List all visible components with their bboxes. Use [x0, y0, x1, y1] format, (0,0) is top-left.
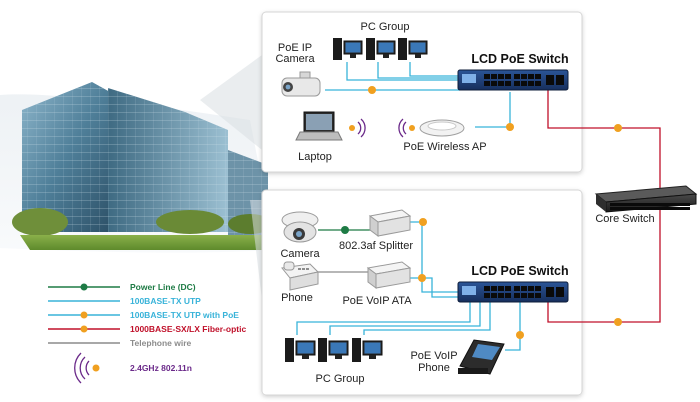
- switch-icon: [457, 281, 569, 303]
- poe-node-icon: [516, 331, 524, 339]
- voip-ata-label: PoE VoIP ATA: [342, 295, 412, 307]
- phone-icon: [281, 261, 320, 291]
- pc-icon: [398, 38, 428, 60]
- camera-label: Camera: [280, 248, 320, 260]
- legend-label: Telephone wire: [130, 338, 192, 348]
- legend-item-power-line: Power Line (DC): [48, 282, 196, 292]
- poe-node-icon: [418, 274, 426, 282]
- legend-item-utp-poe: 100BASE-TX UTP with PoE: [48, 310, 239, 320]
- voip-phone-label-2: Phone: [418, 362, 450, 374]
- voip-phone-label-1: PoE VoIP: [410, 350, 457, 362]
- legend: Power Line (DC) 100BASE-TX UTP 100BASE-T…: [48, 282, 246, 384]
- legend-item-wireless: 2.4GHz 802.11n: [74, 352, 192, 384]
- wireless-signal-icon: [74, 352, 100, 384]
- wireless-ap-icon: [419, 119, 465, 137]
- splitter-label: 802.3af Splitter: [339, 240, 413, 252]
- pc-group-label: PC Group: [361, 21, 410, 33]
- poe-ip-camera-label-1: PoE IP: [278, 42, 312, 54]
- cables-top: [325, 62, 661, 190]
- core-switch-label: Core Switch: [595, 213, 654, 225]
- cables-bottom: [296, 200, 661, 351]
- ip-camera-icon: [281, 71, 321, 97]
- switch-top-label: LCD PoE Switch: [471, 52, 568, 66]
- laptop-label: Laptop: [298, 151, 332, 163]
- pc-group-bottom-label: PC Group: [316, 373, 365, 385]
- legend-label: Power Line (DC): [130, 282, 196, 292]
- legend-item-utp: 100BASE-TX UTP: [48, 296, 201, 306]
- wireless-signal-icon: [349, 118, 366, 138]
- wireless-ap-label: PoE Wireless AP: [403, 141, 486, 153]
- fiber-node-icon: [614, 318, 622, 326]
- pc-icon: [318, 338, 349, 362]
- power-node-icon: [341, 226, 349, 234]
- switch-bottom-label: LCD PoE Switch: [471, 264, 568, 278]
- voip-ata-icon: [366, 261, 412, 289]
- poe-ip-camera-label-2: Camera: [275, 53, 315, 65]
- pc-icon: [366, 38, 396, 60]
- pc-icon: [333, 38, 363, 60]
- callout-wedge-top: [200, 55, 262, 150]
- pc-group-bottom: PC Group: [285, 338, 383, 385]
- pc-icon: [352, 338, 383, 362]
- core-switch-icon: [594, 185, 698, 213]
- poe-node-icon: [368, 86, 376, 94]
- pc-group-top: PC Group: [333, 21, 428, 60]
- phone-label: Phone: [281, 292, 313, 304]
- legend-label: 100BASE-TX UTP with PoE: [130, 310, 239, 320]
- splitter-icon: [368, 209, 412, 237]
- switch-icon: [457, 69, 569, 91]
- legend-label: 2.4GHz 802.11n: [130, 363, 192, 373]
- laptop-icon: [295, 111, 343, 141]
- legend-item-fiber: 1000BASE-SX/LX Fiber-optic: [48, 324, 246, 334]
- legend-label: 1000BASE-SX/LX Fiber-optic: [130, 324, 246, 334]
- callout-wedge-bottom: [250, 200, 262, 300]
- poe-node-icon: [419, 218, 427, 226]
- wireless-signal-icon: [398, 118, 415, 138]
- poe-node-icon: [506, 123, 514, 131]
- poe-nodes: [341, 86, 622, 339]
- voip-phone-icon: [458, 339, 505, 375]
- building-image: [0, 82, 275, 253]
- fiber-node-icon: [614, 124, 622, 132]
- dome-camera-icon: [281, 211, 319, 243]
- legend-item-telephone: Telephone wire: [48, 338, 192, 348]
- pc-icon: [285, 338, 316, 362]
- legend-label: 100BASE-TX UTP: [130, 296, 201, 306]
